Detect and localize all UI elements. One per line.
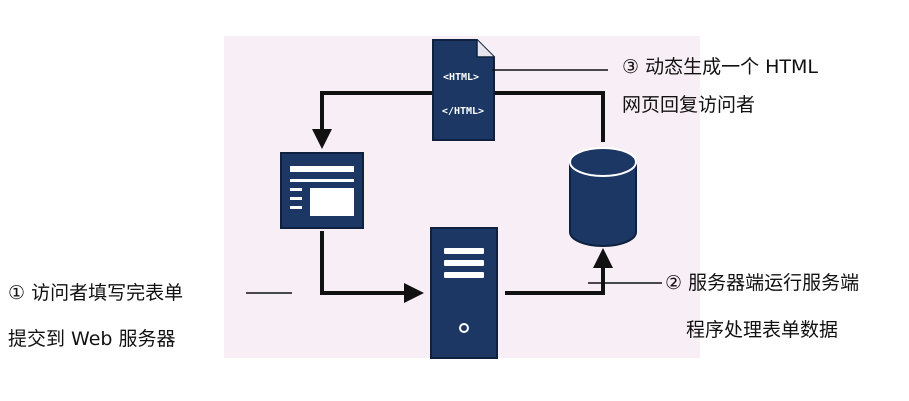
- flow-arrow-server-to-database: [505, 248, 613, 295]
- html-open-tag: <HTML>: [443, 72, 479, 83]
- step2-line1: ② 服务器端运行服务端: [665, 272, 860, 294]
- html-close-tag: </HTML>: [442, 106, 484, 117]
- step3-line1: ③ 动态生成一个 HTML: [622, 56, 818, 78]
- step2-line2: 程序处理表单数据: [686, 319, 839, 341]
- step1-line2: 提交到 Web 服务器: [8, 328, 176, 350]
- flow-arrow-doc-to-browser: [312, 91, 432, 149]
- step3-line2: 网页回复访问者: [622, 94, 756, 116]
- html-document-icon: <HTML> </HTML>: [432, 39, 495, 141]
- database-cylinder-icon: [569, 147, 637, 247]
- server-tower-icon: [430, 227, 498, 359]
- browser-window-icon: [280, 152, 364, 229]
- flow-line-database-to-doc: [495, 91, 605, 142]
- flow-arrow-browser-to-server: [320, 231, 424, 303]
- step1-line1: ① 访问者填写完表单: [8, 282, 184, 304]
